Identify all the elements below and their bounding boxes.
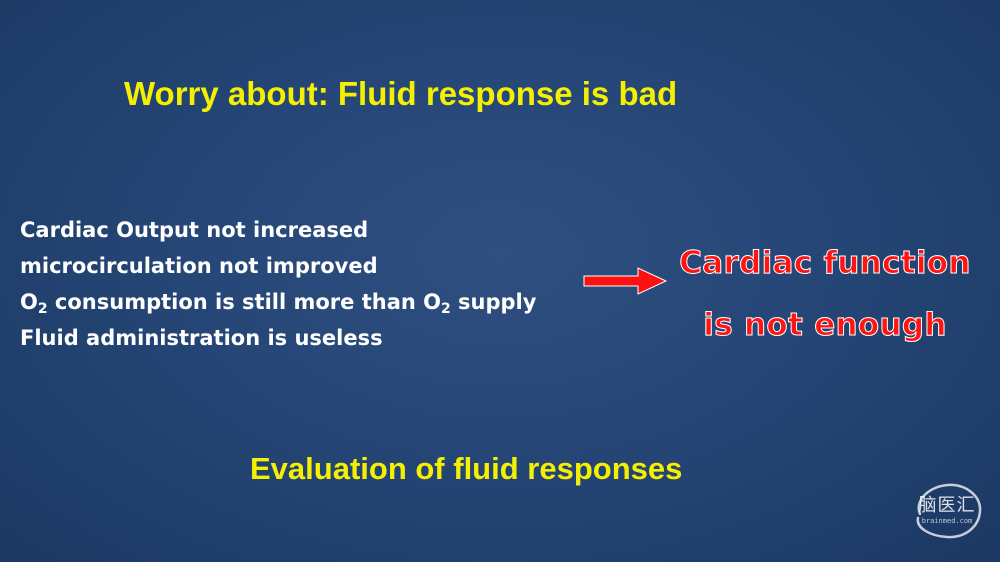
bullet-list: Cardiac Output not increased microcircul… <box>20 212 536 356</box>
text-run: O <box>20 290 38 314</box>
watermark: 脑医汇 brainmed.com <box>908 480 986 542</box>
conclusion-text: Cardiac function is not enough <box>672 232 978 356</box>
arrow-shape <box>583 267 668 295</box>
list-item: O2 consumption is still more than O2 sup… <box>20 284 536 320</box>
conclusion-line-1: Cardiac function <box>679 245 971 282</box>
subscript: 2 <box>37 301 48 317</box>
watermark-url: brainmed.com <box>921 517 973 525</box>
logo-brush-ring <box>916 483 982 539</box>
text-run: consumption is still more than O <box>47 290 441 314</box>
conclusion-line-2: is not enough <box>703 307 947 344</box>
list-item: microcirculation not improved <box>20 254 378 278</box>
watermark-label: 脑医汇 <box>918 495 976 516</box>
text-run: supply <box>450 290 537 314</box>
brainmed-logo-icon <box>916 483 982 539</box>
right-arrow-icon <box>583 267 668 295</box>
subscript: 2 <box>440 301 451 317</box>
slide-title: Worry about: Fluid response is bad <box>124 75 678 112</box>
list-item: Fluid administration is useless <box>20 326 383 350</box>
list-item: Cardiac Output not increased <box>20 218 369 242</box>
slide-subtitle: Evaluation of fluid responses <box>250 451 683 486</box>
